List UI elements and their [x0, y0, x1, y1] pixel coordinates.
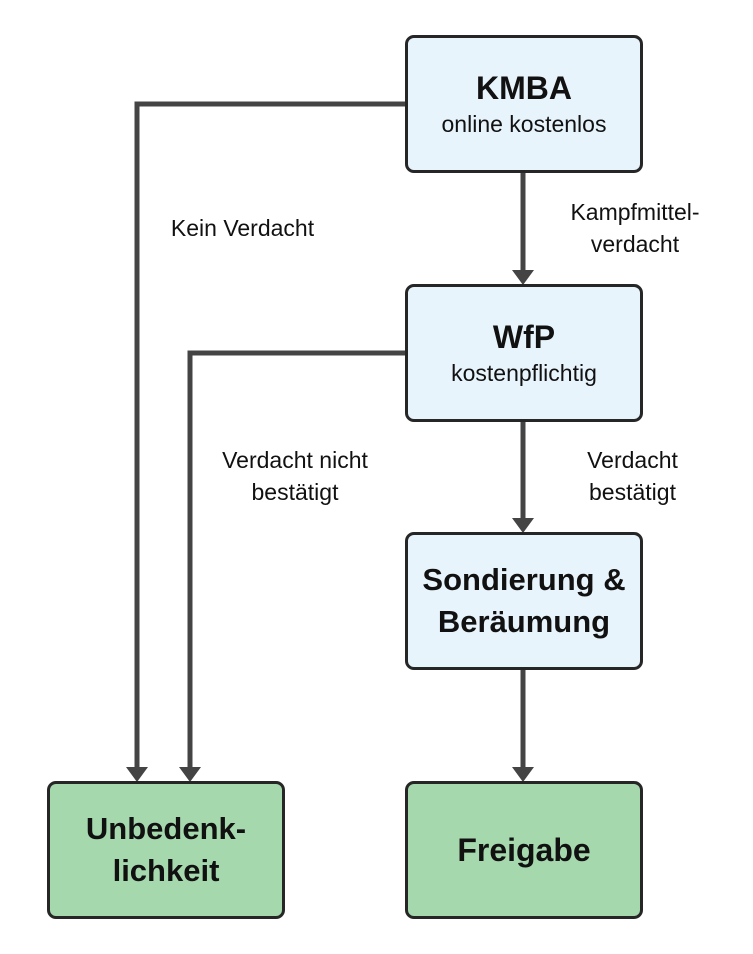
edge-label-verdacht-bestaetigt: Verdacht bestätigt	[587, 447, 678, 505]
arrow-wfp-to-unbedenklichkeit	[187, 350, 406, 774]
edge-label-verdacht-nicht-bestaetigt: Verdacht nicht bestätigt	[222, 447, 368, 505]
node-wfp-title: WfP	[492, 319, 556, 355]
node-kmba-subtitle: online kostenlos	[441, 111, 607, 137]
arrowhead-kmba-to-unbedenklichkeit	[126, 767, 148, 782]
node-kmba: KMBA online kostenlos	[405, 35, 643, 173]
node-wfp-subtitle: kostenpflichtig	[451, 360, 597, 386]
node-freigabe: Freigabe	[405, 781, 643, 919]
arrowhead-wfp-to-unbedenklichkeit	[179, 767, 201, 782]
node-wfp: WfP kostenpflichtig	[405, 284, 643, 422]
node-unbedenklichkeit: Unbedenk- lichkeit	[47, 781, 285, 919]
edge-label-kampfmittelverdacht: Kampfmittel- verdacht	[570, 199, 700, 257]
node-sondierung-title: Sondierung & Beräumung	[422, 562, 626, 639]
arrowhead-wfp-to-sondierung	[512, 518, 534, 533]
edge-label-kein-verdacht: Kein Verdacht	[170, 215, 315, 241]
arrowhead-kmba-to-wfp	[512, 270, 534, 285]
node-freigabe-title: Freigabe	[457, 832, 591, 868]
node-unbedenklichkeit-title: Unbedenk- lichkeit	[85, 811, 247, 888]
node-sondierung: Sondierung & Beräumung	[405, 532, 643, 670]
node-kmba-title: KMBA	[476, 70, 572, 106]
arrowhead-sondierung-to-freigabe	[512, 767, 534, 782]
arrow-kmba-to-unbedenklichkeit	[134, 101, 406, 774]
